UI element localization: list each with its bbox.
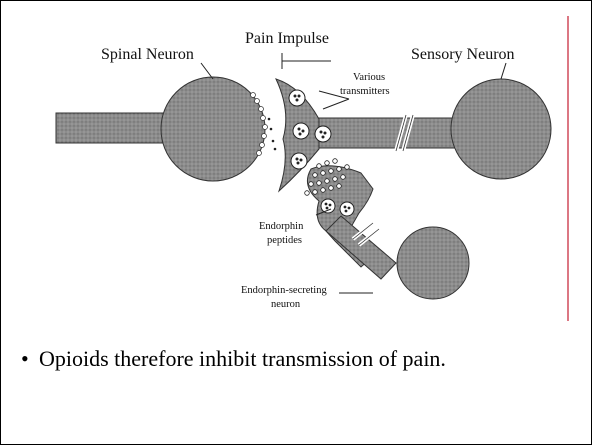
spinal-neuron — [56, 77, 268, 181]
label-neuron: neuron — [271, 299, 301, 310]
transmitter-vesicles — [268, 90, 331, 169]
label-transmitters: transmitters — [340, 86, 390, 97]
label-spinal-neuron: Spinal Neuron — [101, 46, 194, 63]
label-various: Various — [353, 72, 385, 83]
label-endorphin-secreting: Endorphin-secreting — [241, 285, 327, 296]
label-sensory-neuron: Sensory Neuron — [411, 46, 515, 63]
bullet-text: Opioids therefore inhibit transmission o… — [39, 346, 446, 371]
synapse-diagram: Spinal Neuron Pain Impulse Sensory Neuro… — [1, 1, 592, 331]
label-endorphin: Endorphin — [259, 221, 304, 232]
label-pain-impulse: Pain Impulse — [245, 30, 329, 47]
bullet-glyph: • — [21, 346, 39, 372]
bullet-point: •Opioids therefore inhibit transmission … — [21, 346, 581, 372]
diagram-svg: Spinal Neuron Pain Impulse Sensory Neuro… — [1, 1, 592, 331]
label-peptides: peptides — [267, 235, 302, 246]
